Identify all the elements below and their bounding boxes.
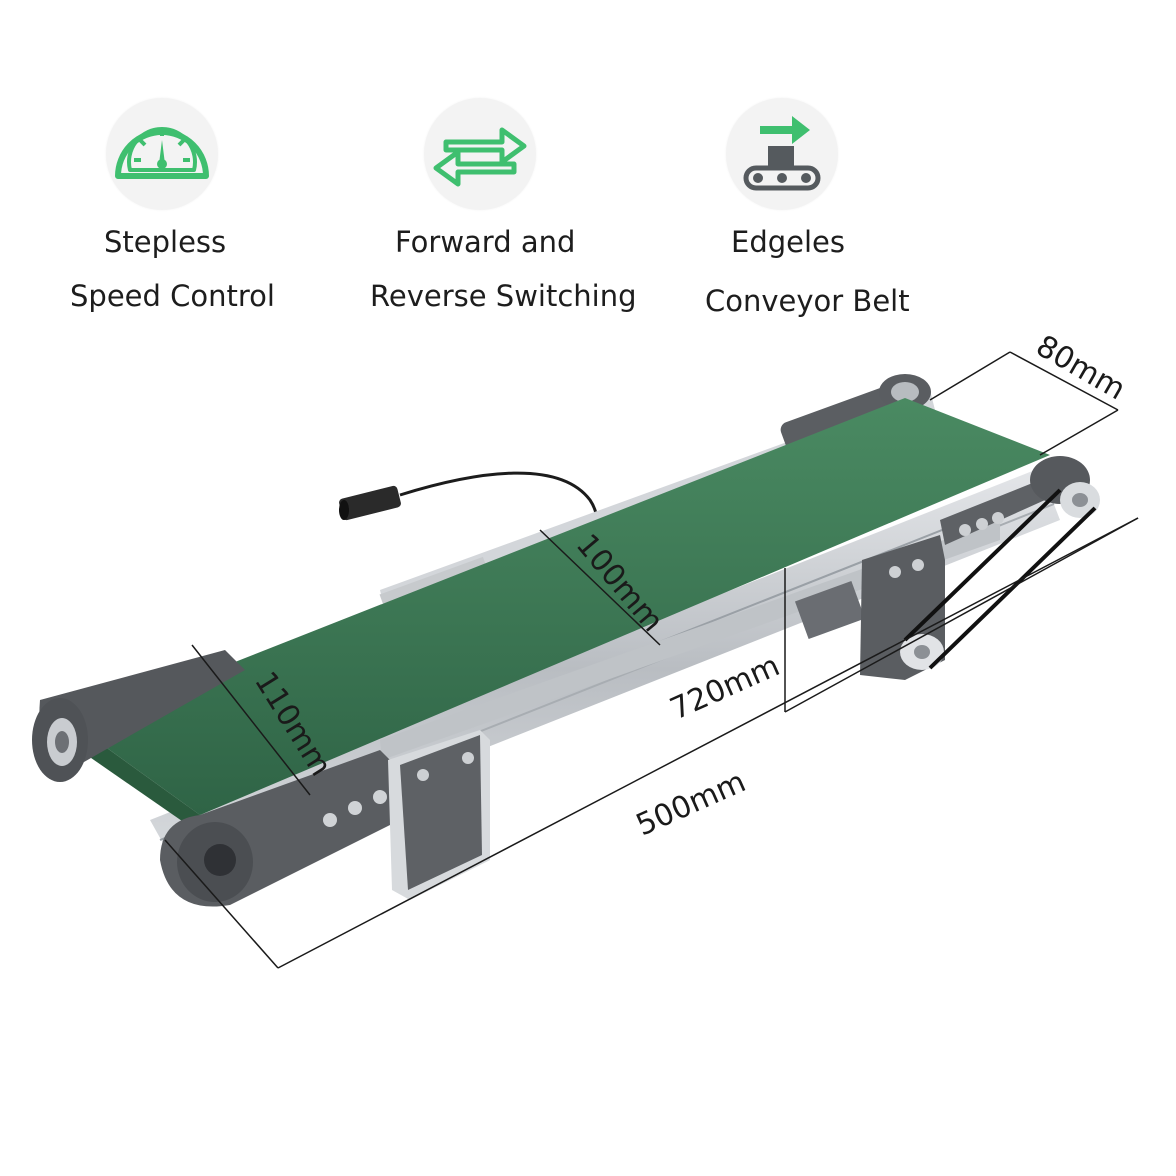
- speedometer-icon: [106, 98, 218, 210]
- dimension-lines: [164, 351, 1139, 969]
- mounting-bracket: [388, 730, 490, 900]
- front-end-cap: [160, 750, 400, 907]
- feature-line2: Conveyor Belt: [705, 284, 910, 318]
- dim-belt-length-label: 500mm: [631, 764, 751, 843]
- feature-line1: Edgeles: [731, 225, 845, 259]
- left-end-cap: [32, 650, 245, 782]
- feature-line1: Stepless: [104, 225, 227, 259]
- feature-line2: Speed Control: [70, 279, 275, 313]
- swap-arrows-icon: [424, 98, 536, 210]
- motor-assembly: [794, 456, 1100, 680]
- feature-line2: Reverse Switching: [370, 279, 637, 313]
- feature-line1: Forward and: [395, 225, 576, 259]
- conveyor-icon: [726, 98, 838, 210]
- dim-width-label: 80mm: [1030, 329, 1131, 408]
